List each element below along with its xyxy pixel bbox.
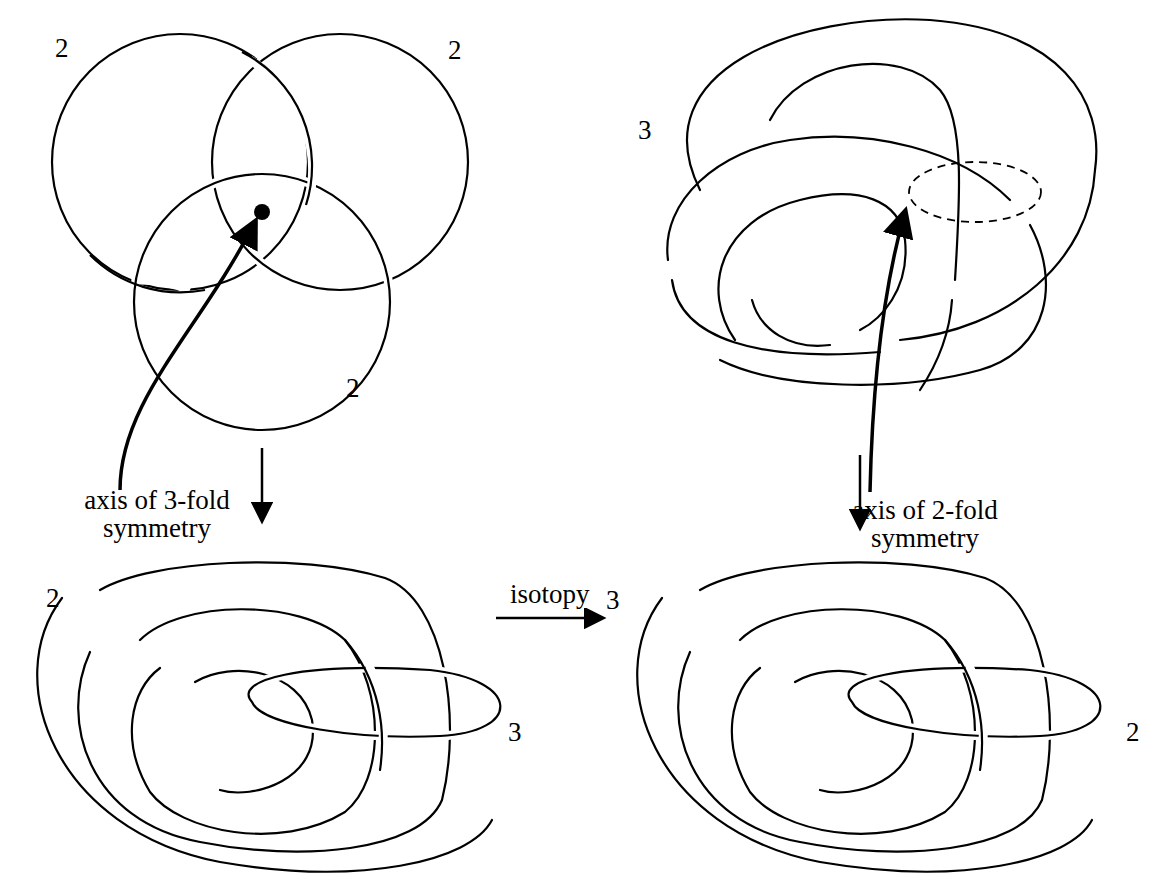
component-label: 2 bbox=[46, 584, 60, 612]
component-label: 2 bbox=[448, 36, 462, 64]
axis-callout: axis of 3-fold symmetry bbox=[62, 486, 252, 543]
component-label: 2 bbox=[1126, 718, 1140, 746]
component-label: 2 bbox=[346, 374, 360, 402]
component-label: 3 bbox=[606, 586, 620, 614]
component-label: 3 bbox=[638, 116, 652, 144]
arrow-label: isotopy bbox=[507, 580, 593, 608]
component-label: 2 bbox=[55, 34, 69, 62]
component-label: 3 bbox=[508, 718, 522, 746]
axis-callout: axis of 2-fold symmetry bbox=[830, 496, 1020, 553]
